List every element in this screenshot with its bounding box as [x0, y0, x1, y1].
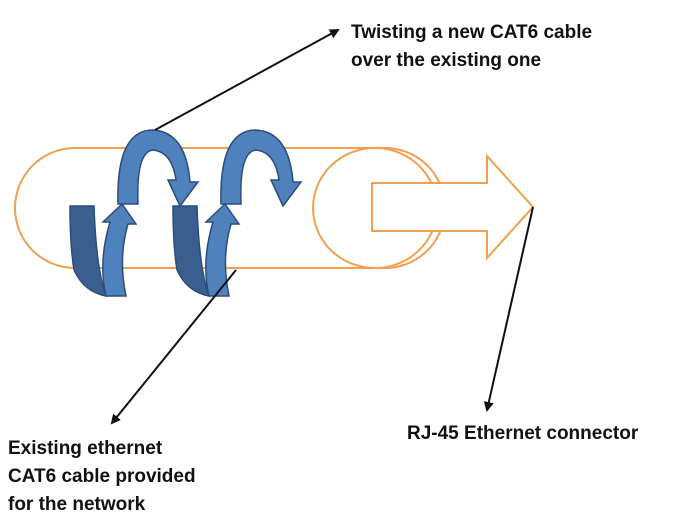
twist-loop-top — [117, 129, 200, 208]
connector-label-line: RJ-45 Ethernet connector — [407, 423, 639, 444]
twist-strand-back — [69, 205, 108, 297]
twist-arrow-up — [204, 202, 241, 297]
twist-arrow-up — [101, 202, 138, 297]
twisting-label-line: over the existing one — [351, 50, 542, 71]
connector-label: RJ-45 Ethernet connector — [407, 420, 638, 448]
existing-cable-label: Existing ethernet CAT6 cable provided fo… — [8, 435, 196, 519]
twist-strand-back — [172, 205, 211, 297]
existing-cable-label-line: for the network — [8, 494, 146, 515]
callout-existing-arrow — [110, 269, 237, 425]
existing-cable-label-line: Existing ethernet — [8, 438, 163, 459]
twist-loop-top — [220, 129, 303, 208]
twisting-label-line: Twisting a new CAT6 cable — [351, 22, 593, 43]
twisting-label: Twisting a new CAT6 cable over the exist… — [351, 19, 592, 75]
callout-connector-arrow — [483, 206, 534, 412]
rj45-connector-arrow — [371, 153, 535, 261]
callout-twisting-arrow — [154, 29, 340, 131]
existing-cable-label-line: CAT6 cable provided — [8, 466, 196, 487]
